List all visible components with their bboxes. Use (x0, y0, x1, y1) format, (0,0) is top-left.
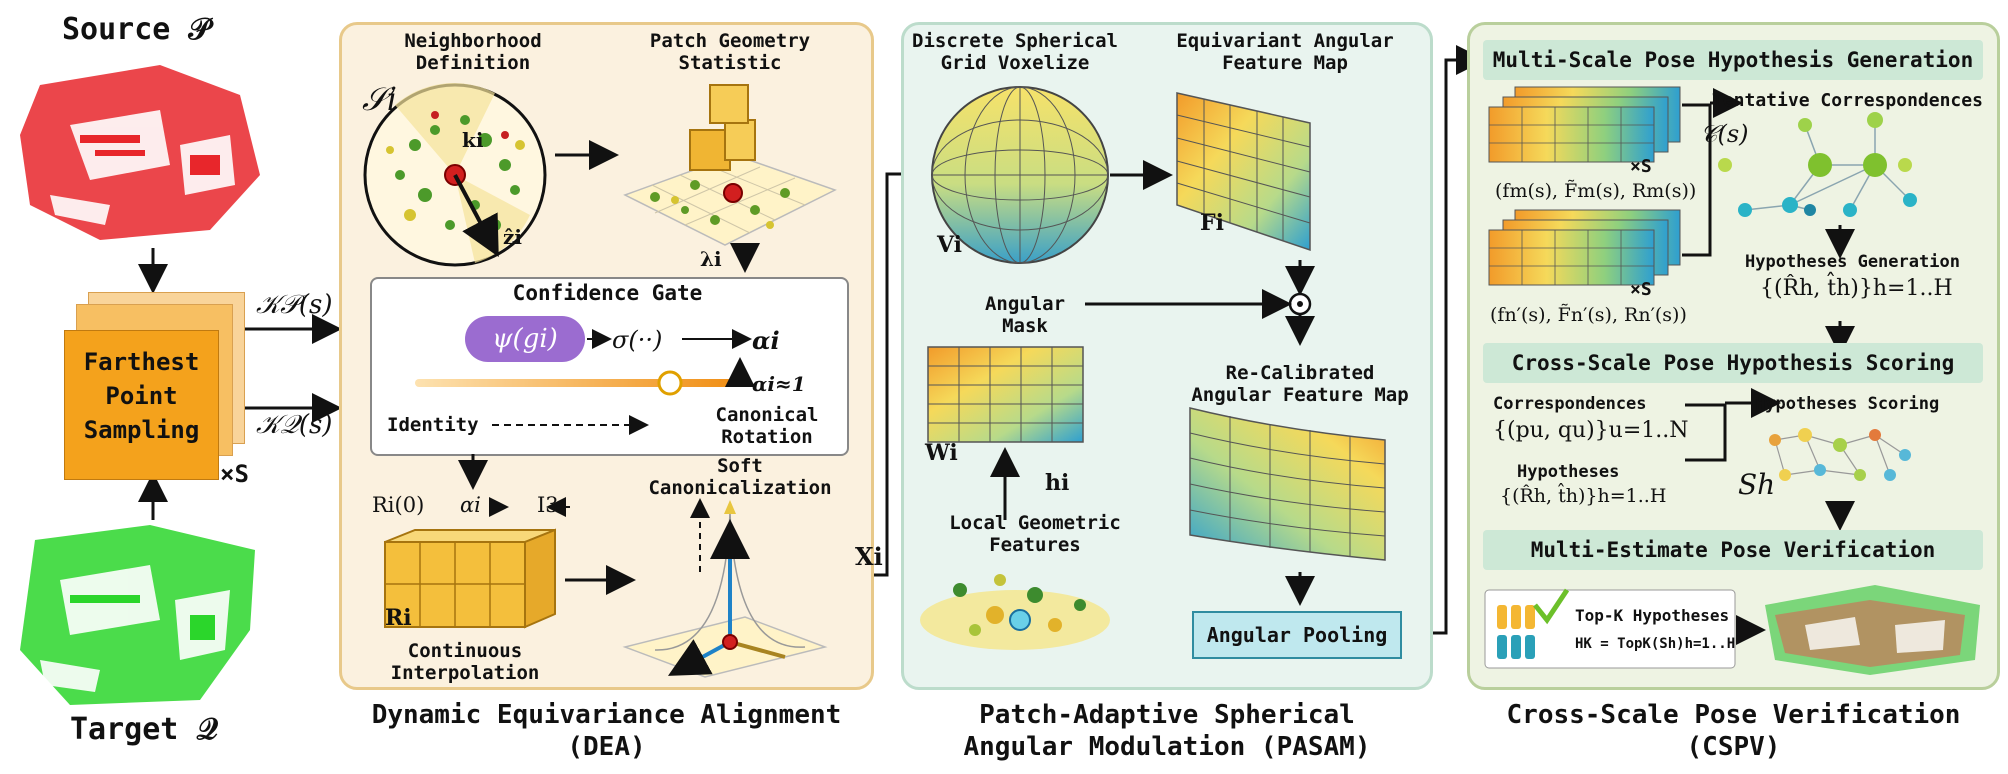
topk-box (1484, 589, 1736, 669)
x-i-label: Xi (855, 542, 883, 571)
interp-eq-right: I3 (537, 493, 559, 517)
gate-slider-knob (657, 370, 683, 396)
generation-title: Multi-Scale Pose Hypothesis Generation (1483, 40, 1983, 80)
gate-inner-graphics (415, 329, 755, 435)
h-i-label: hi (1045, 470, 1070, 496)
interp-eq-left: Ri(0) (372, 493, 425, 517)
continuous-interpolation-label: Continuous Interpolation (390, 640, 540, 684)
fps-times-s: ×S (220, 460, 249, 488)
psi-ellipse: ψ(gi) (465, 316, 585, 362)
times-s-1: ×S (1630, 156, 1652, 177)
hypotheses-generation-label: Hypotheses Generation (1745, 252, 1960, 272)
dea-caption-line2: (DEA) (567, 732, 646, 762)
kp-label: 𝒦𝒫(s) (256, 290, 333, 320)
c-s-label: 𝒞(s) (1700, 120, 1749, 148)
verification-title: Multi-Estimate Pose Verification (1483, 530, 1983, 570)
cspv-caption-line2: (CSPV) (1686, 732, 1781, 762)
dea-bottom-figures (384, 454, 828, 678)
fps-box: Farthest Point Sampling (64, 330, 219, 480)
angular-pooling-box: Angular Pooling (1192, 611, 1402, 659)
hyp-set-label: {(R̂h, t̂h)}h=1..H (1760, 276, 1953, 301)
fm-tuple-label: (fm(s), F̃m(s), Rm(s)) (1495, 180, 1697, 202)
angular-feature-map (1176, 92, 1311, 252)
source-point-cloud (20, 65, 260, 240)
fn-tuple-label: (fn′(s), F̃n′(s), Rn′(s)) (1490, 304, 1687, 326)
equivariant-map-label: Equivariant Angular Feature Map (1176, 30, 1394, 74)
times-s-2: ×S (1630, 279, 1652, 300)
confidence-gate-title: Confidence Gate (512, 281, 703, 305)
cspv-figures (1484, 86, 1980, 675)
gate-slider-track (415, 379, 745, 387)
angular-mask-label: Angular Mask (984, 293, 1066, 337)
feature-map-stack-2 (1488, 229, 1655, 286)
topk-equation: HK = TopK(Sh)h=1..H (1575, 636, 1736, 652)
alpha-approx-label: αi≈1 (752, 372, 806, 396)
pasam-caption-line2: Angular Modulation (PASAM) (963, 732, 1371, 762)
v-i-label: Vi (937, 232, 963, 258)
corr-set-label: {(pu, qu)}u=1..N (1493, 418, 1689, 443)
feature-map-stack-1 (1488, 106, 1655, 163)
z-i-label: ẑi (503, 225, 522, 249)
identity-label: Identity (387, 414, 479, 436)
local-geometric-label: Local Geometric Features (949, 512, 1121, 556)
target-label: Target 𝒬 (70, 712, 218, 747)
s-h-label: Sh (1738, 468, 1776, 501)
cspv-caption-line1: Cross-Scale Pose Verification (1506, 700, 1961, 730)
interp-eq-mid: αi (460, 493, 481, 517)
alpha-label: αi (752, 326, 780, 355)
tentative-label: Tentative Correspondences (1712, 90, 1983, 111)
f-i-label: Fi (1200, 210, 1224, 236)
dea-caption-line1: Dynamic Equivariance Alignment (371, 700, 842, 730)
canonical-rotation-label: Canonical Rotation (715, 404, 819, 448)
recalibrated-map-label: Re-Calibrated Angular Feature Map (1191, 362, 1409, 406)
dea-top-figures (363, 83, 837, 273)
patch-geometry-label: Patch Geometry Statistic (649, 30, 811, 74)
w-i-label: Wi (925, 440, 958, 466)
s-i-label: 𝒮i (362, 80, 398, 118)
neighborhood-label: Neighborhood Definition (404, 30, 542, 74)
confidence-gate-box (370, 277, 849, 456)
topk-label: Top-K Hypotheses (1575, 606, 1730, 625)
k-i-label: ki (462, 128, 484, 152)
scoring-title: Cross-Scale Pose Hypothesis Scoring (1483, 343, 1983, 383)
angular-mask-map (927, 346, 1084, 443)
hypotheses-label: Hypotheses (1517, 462, 1620, 482)
r-i-label: Ri (385, 605, 412, 631)
arrow-recal-pooling (1285, 572, 1315, 606)
target-point-cloud (20, 525, 255, 705)
pasam-figures (920, 86, 1315, 650)
recalibrated-map (1189, 407, 1386, 561)
correspondences-label: Correspondences (1493, 394, 1647, 414)
kq-label: 𝒦𝒬(s) (256, 410, 333, 440)
soft-canonicalization-label: Soft Canonicalization (648, 455, 832, 499)
source-label: Source 𝒫 (62, 12, 211, 47)
hypotheses-scoring-label: Hypotheses Scoring (1755, 394, 1940, 414)
checkmark-icon (1533, 588, 1570, 625)
hyp-set2-label: {(R̂h, t̂h)}h=1..H (1500, 485, 1667, 507)
pasam-caption-line1: Patch-Adaptive Spherical (979, 700, 1355, 730)
sigma-label: σ(··) (612, 326, 663, 354)
lambda-i-label: λi (700, 247, 722, 271)
spherical-grid-label: Discrete Spherical Grid Voxelize (912, 30, 1118, 74)
